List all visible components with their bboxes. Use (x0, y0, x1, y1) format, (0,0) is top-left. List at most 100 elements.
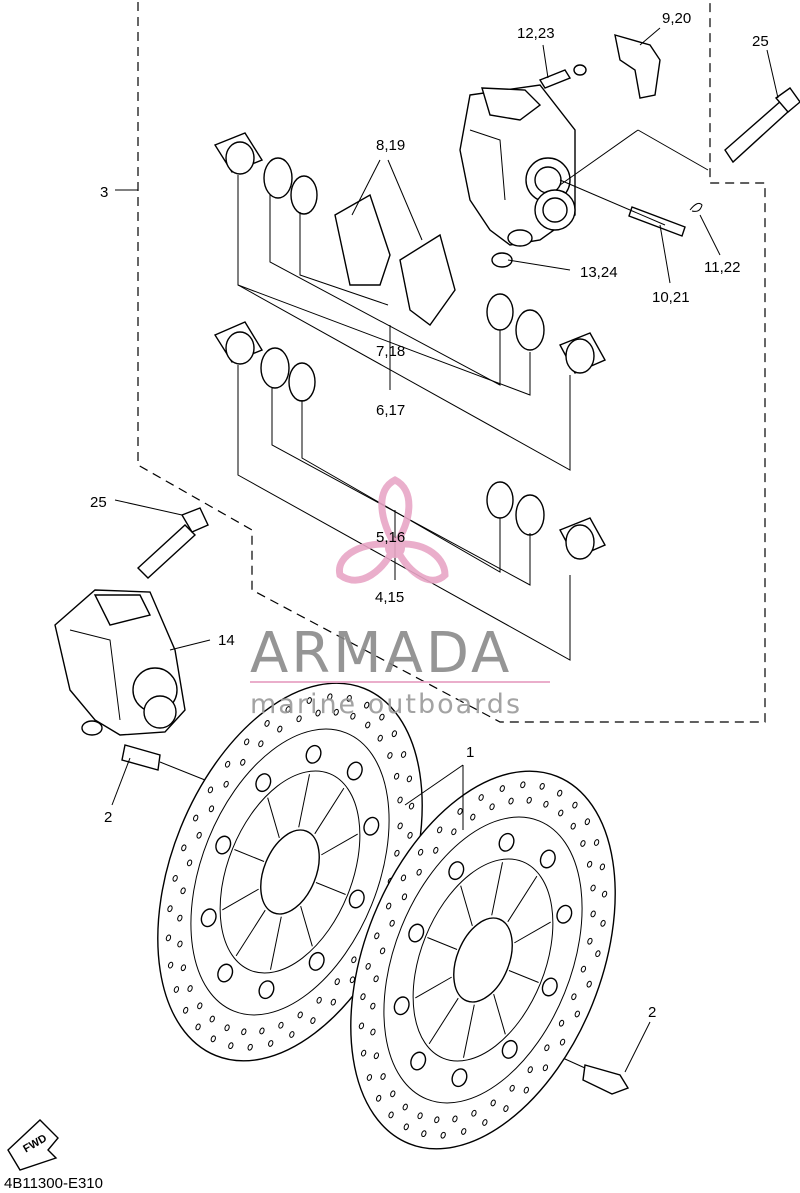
disc-hole (210, 1035, 216, 1043)
disc-hole (223, 780, 229, 788)
upper-caliper (459, 84, 576, 247)
disc-hole (601, 890, 608, 898)
disc-bobbin (305, 744, 322, 764)
disc-hole (268, 1040, 274, 1047)
disc-hole (471, 1109, 477, 1117)
disc-spoke (460, 885, 473, 927)
disc-hole (558, 1019, 565, 1027)
disc-hole (397, 796, 403, 804)
disc-hole (364, 701, 370, 709)
label-p5-16: 5,16 (376, 529, 405, 546)
disc-bobbin (308, 951, 325, 971)
label-p3: 3 (100, 184, 108, 201)
disc-hole (437, 826, 443, 834)
disc-hole (482, 1119, 488, 1126)
disc-hole (590, 884, 596, 892)
disc-hole (400, 751, 407, 758)
disc-spoke (298, 774, 310, 828)
disc-hole (196, 831, 202, 839)
disc-hole (542, 1064, 549, 1072)
disc-hole (241, 1028, 247, 1036)
disc-spoke (507, 875, 538, 923)
disc-hole (400, 874, 407, 882)
disc-spoke (463, 1004, 475, 1058)
disc-hole (370, 1002, 376, 1010)
disc-hole (375, 1094, 382, 1102)
disc-hole (195, 1023, 201, 1031)
disc-hole (380, 1073, 386, 1080)
brake-pad-b (399, 233, 456, 326)
disc-hole (247, 1043, 253, 1051)
disc-hole (416, 868, 422, 876)
disc-hole (574, 1010, 580, 1018)
disc-spoke (427, 937, 458, 950)
disc-bobbin (498, 832, 515, 852)
disc-hole (228, 1042, 234, 1050)
disc-hole (584, 818, 591, 826)
plug (491, 252, 513, 268)
disc-hole (379, 947, 386, 955)
disc-hole (186, 859, 193, 867)
label-p2-left: 2 (104, 809, 112, 826)
disc-bobbin (410, 1051, 427, 1071)
disc-hole (544, 1044, 550, 1052)
seal-g (486, 481, 514, 519)
disc-hole (508, 797, 514, 805)
watermark-brand: ARMADA (250, 621, 512, 686)
forward-arrow-icon: FWD (7, 1119, 59, 1171)
label-p1: 1 (466, 744, 474, 761)
disc-hole (526, 796, 532, 804)
disc-hole (421, 1130, 427, 1138)
pin-clip (689, 202, 703, 212)
seal-b (290, 175, 318, 215)
propeller-logo (336, 476, 449, 584)
disc-bobbin (200, 908, 217, 928)
disc-hole (208, 805, 215, 813)
disc-hole (417, 1112, 423, 1120)
disc-hole (350, 712, 356, 720)
disc-hole (593, 839, 600, 846)
disc-hole (310, 1017, 316, 1024)
disc-hole (167, 905, 173, 913)
disc-hole (600, 919, 606, 927)
disc-hole (258, 740, 264, 748)
disc-hole (330, 998, 336, 1006)
label-p9-20: 9,20 (662, 10, 691, 27)
disc-hole (316, 996, 322, 1004)
disc-hole (570, 822, 576, 830)
label-p7-18: 7,18 (376, 343, 405, 360)
disc-hole (278, 1021, 284, 1029)
brake-pad-a (334, 193, 391, 286)
disc-bobbin (556, 904, 573, 924)
disc-spoke (314, 787, 345, 835)
disc-spoke (415, 976, 452, 999)
disc-hole (490, 1099, 496, 1107)
disc-hole (402, 1103, 408, 1111)
disc-bobbin (255, 773, 272, 793)
disc-bobbin (346, 761, 363, 781)
label-p25-top: 25 (752, 33, 769, 50)
disc-hole (572, 801, 578, 809)
disc-bobbin (539, 849, 556, 869)
disc-hole (207, 786, 214, 794)
disc-hole (277, 725, 283, 733)
disc-hole (599, 863, 606, 871)
disc-hole (580, 965, 587, 973)
disc-hole (523, 1086, 529, 1094)
seal-d (515, 309, 545, 351)
disc-hole (478, 794, 484, 801)
disc-hole (558, 809, 564, 817)
disc-hole (417, 848, 424, 856)
disc-hole (377, 734, 383, 742)
disc-hole (388, 1111, 394, 1119)
upper-right-piston (559, 332, 606, 374)
disc-hole (177, 940, 183, 948)
disc-bobbin (393, 996, 410, 1016)
disc-spoke (428, 997, 459, 1045)
disc-hole (224, 760, 231, 768)
seal-a (263, 157, 293, 199)
disc-hole (451, 828, 457, 836)
disc-hole (509, 1084, 515, 1092)
disc-hole (180, 887, 186, 895)
